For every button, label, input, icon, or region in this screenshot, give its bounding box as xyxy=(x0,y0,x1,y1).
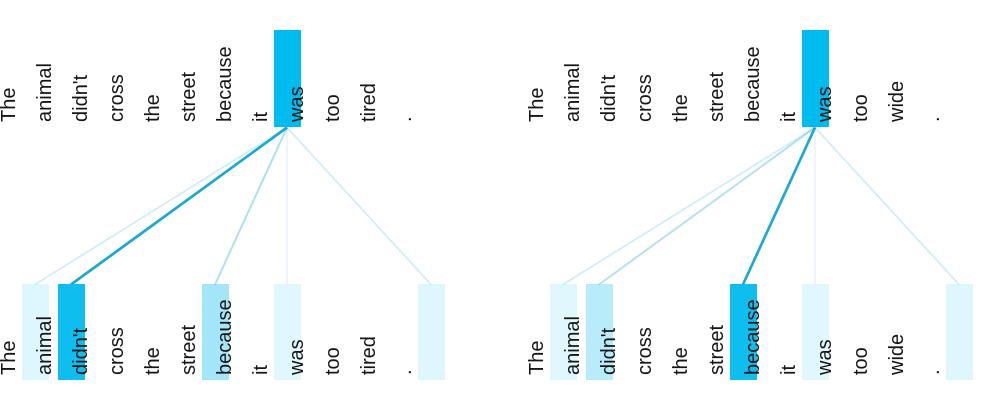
token-label: the xyxy=(142,347,164,375)
top-token-row: The animal didn't cross the street because it wa… xyxy=(526,30,977,127)
token-label: the xyxy=(142,94,164,122)
top-token-it[interactable]: it xyxy=(778,30,833,127)
token-label: animal xyxy=(562,63,584,122)
token-label: too xyxy=(322,347,344,375)
bottom-token-it[interactable]: it xyxy=(778,284,833,380)
attention-highlight xyxy=(801,30,829,127)
bottom-token-animal[interactable]: animal xyxy=(562,284,617,380)
token-label: was xyxy=(814,339,836,375)
top-token-period[interactable]: . xyxy=(922,30,977,127)
token-label: tired xyxy=(358,83,380,122)
attention-highlight xyxy=(585,284,613,380)
token-label: it xyxy=(250,112,272,122)
token-label: was xyxy=(286,339,308,375)
token-label: too xyxy=(850,94,872,122)
top-token-wide[interactable]: wide xyxy=(886,30,941,127)
token-label: street xyxy=(178,71,200,122)
bottom-token-it[interactable]: it xyxy=(250,284,305,380)
bottom-token-the[interactable]: The xyxy=(0,284,53,380)
token-label: animal xyxy=(562,316,584,375)
token-label: it xyxy=(778,112,800,122)
token-label: because xyxy=(742,299,764,375)
token-label: the xyxy=(670,94,692,122)
token-label: street xyxy=(706,324,728,375)
token-label: cross xyxy=(106,74,128,122)
bottom-token-row: The animal didn't cross the street because it wa… xyxy=(526,284,977,380)
attention-highlight xyxy=(273,284,301,380)
token-label: was xyxy=(814,86,836,122)
attention-highlight xyxy=(801,284,829,380)
token-label: cross xyxy=(634,74,656,122)
bottom-token-street[interactable]: street xyxy=(178,284,233,380)
bottom-token-tired[interactable]: tired xyxy=(358,284,413,380)
bottom-token-street[interactable]: street xyxy=(706,284,761,380)
token-label: . xyxy=(922,116,944,122)
attention-highlight xyxy=(273,30,301,127)
token-label: street xyxy=(706,71,728,122)
token-label: . xyxy=(394,369,416,375)
attention-highlight xyxy=(201,284,229,380)
bottom-token-wide[interactable]: wide xyxy=(886,284,941,380)
top-token-row: The animal didn't cross the street because it wa… xyxy=(0,30,449,127)
bottom-token-period[interactable]: . xyxy=(394,284,449,380)
attention-highlight xyxy=(549,284,577,380)
token-label: The xyxy=(526,87,548,122)
token-label: animal xyxy=(34,63,56,122)
token-label: it xyxy=(778,365,800,375)
token-label: tired xyxy=(358,336,380,375)
token-label: cross xyxy=(106,327,128,375)
attention-highlight xyxy=(57,284,85,380)
token-label: street xyxy=(178,324,200,375)
token-label: the xyxy=(670,347,692,375)
token-label: cross xyxy=(634,327,656,375)
token-label: it xyxy=(250,365,272,375)
bottom-token-animal[interactable]: animal xyxy=(34,284,89,380)
bottom-token-row: The animal didn't cross the street because it wa… xyxy=(0,284,449,380)
attention-panel-wide: The animal didn't cross the street because it wa… xyxy=(526,0,977,411)
top-token-period[interactable]: . xyxy=(394,30,449,127)
token-label: The xyxy=(0,340,20,375)
attention-highlight xyxy=(729,284,757,380)
bottom-token-the[interactable]: The xyxy=(526,284,581,380)
attention-panel-tired: The animal didn't cross the street because it wa… xyxy=(0,0,449,411)
token-label: too xyxy=(322,94,344,122)
token-label: wide xyxy=(886,80,908,122)
token-label: didn't xyxy=(70,74,92,122)
token-label: too xyxy=(850,347,872,375)
token-label: didn't xyxy=(598,327,620,375)
token-label: because xyxy=(214,299,236,375)
attention-highlight xyxy=(945,284,973,380)
token-label: The xyxy=(526,340,548,375)
bottom-token-period[interactable]: . xyxy=(922,284,977,380)
attention-highlight xyxy=(21,284,49,380)
top-token-tired[interactable]: tired xyxy=(358,30,413,127)
token-label: because xyxy=(214,46,236,122)
token-label: wide xyxy=(886,333,908,375)
token-label: didn't xyxy=(70,327,92,375)
token-label: animal xyxy=(34,316,56,375)
token-label: The xyxy=(0,87,20,122)
token-label: . xyxy=(394,116,416,122)
attention-highlight xyxy=(417,284,445,380)
top-token-it[interactable]: it xyxy=(250,30,305,127)
token-label: . xyxy=(922,369,944,375)
token-label: was xyxy=(286,86,308,122)
token-label: because xyxy=(742,46,764,122)
token-label: didn't xyxy=(598,74,620,122)
